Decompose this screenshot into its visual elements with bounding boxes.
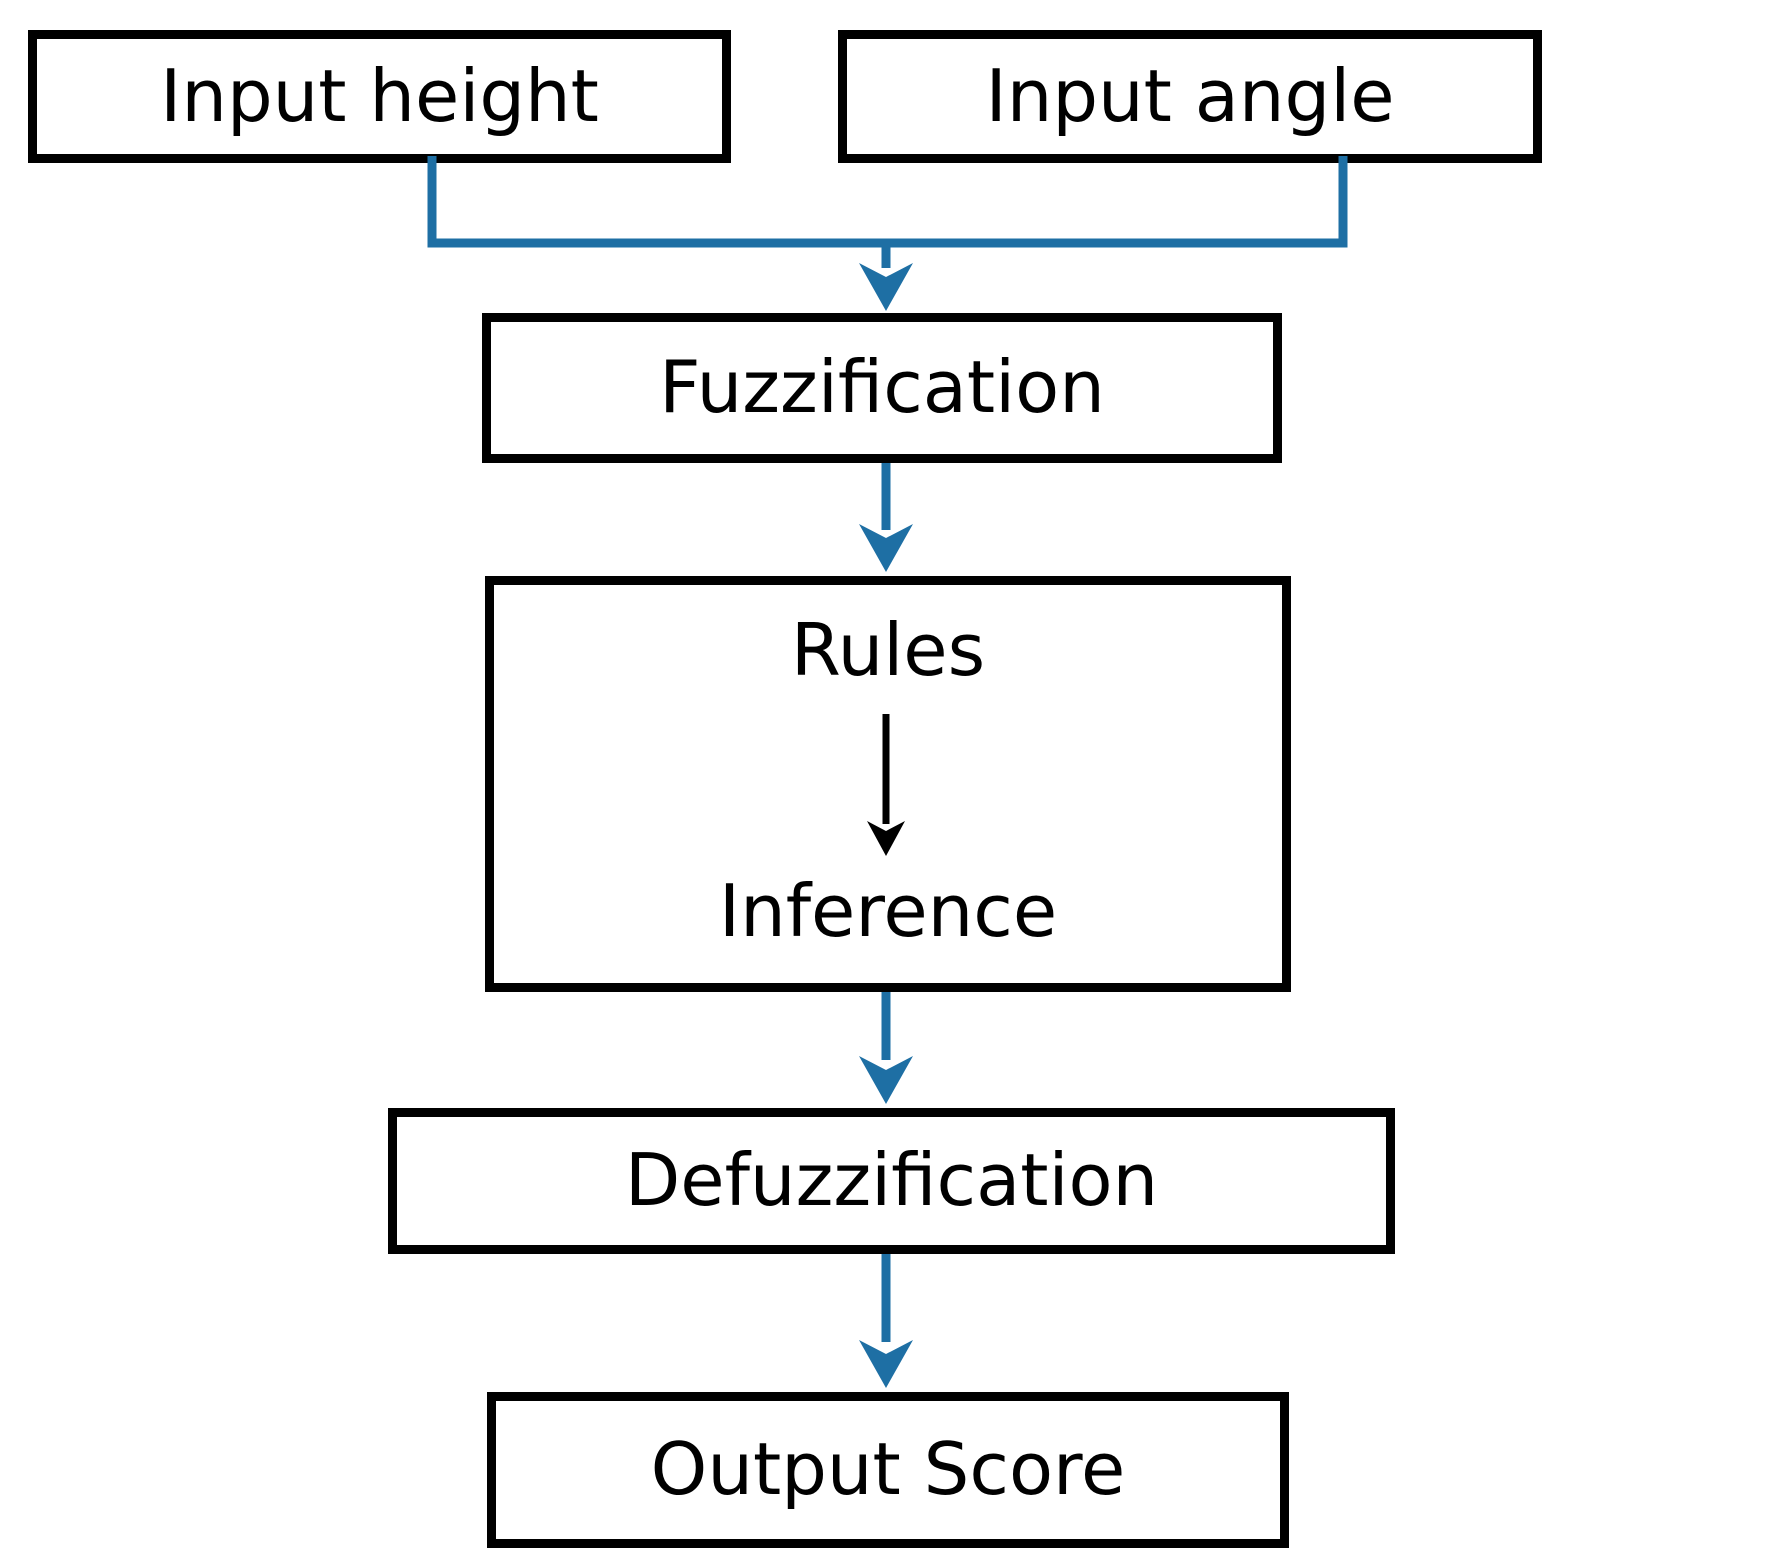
node-defuzzification: Defuzzification <box>388 1108 1395 1254</box>
node-input-angle: Input angle <box>838 30 1542 163</box>
arrow-head <box>859 1340 913 1388</box>
node-rules-label: Rules <box>790 608 986 692</box>
merge-connector-line <box>427 156 1348 248</box>
node-input-height: Input height <box>28 30 731 163</box>
arrow-head <box>859 263 913 311</box>
down-arrow-merge-to-fuzzification-icon <box>859 243 913 311</box>
node-input-angle-label: Input angle <box>985 53 1395 138</box>
down-arrow-fuzzification-to-rules-icon <box>859 463 913 572</box>
down-arrow-inference-to-defuzzification-icon <box>859 992 913 1104</box>
node-rules-inference: Rules Inference <box>485 576 1291 992</box>
node-fuzzification-label: Fuzzification <box>659 345 1105 430</box>
node-input-height-label: Input height <box>160 53 599 138</box>
arrow-head <box>859 524 913 572</box>
node-output-score-label: Output Score <box>650 1427 1126 1512</box>
node-fuzzification: Fuzzification <box>482 313 1282 463</box>
down-arrow-defuzzification-to-output-icon <box>859 1254 913 1388</box>
node-defuzzification-label: Defuzzification <box>624 1138 1159 1223</box>
node-inference-label: Inference <box>718 868 1058 953</box>
node-output-score: Output Score <box>487 1392 1289 1548</box>
arrow-head <box>859 1056 913 1104</box>
